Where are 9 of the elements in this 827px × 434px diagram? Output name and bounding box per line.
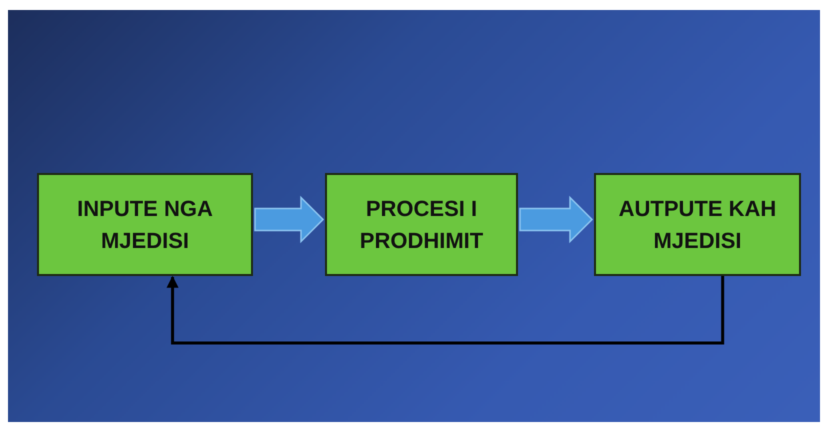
block-arrow	[519, 196, 594, 244]
block-arrow	[254, 196, 324, 244]
box-label: INPUTE NGA MJEDISI	[76, 194, 214, 254]
process-box	[325, 173, 518, 276]
feedback-arrow	[166, 276, 724, 344]
box-label: PROCESI I PRODHIMIT	[358, 194, 484, 254]
box-label: AUTPUTE KAH MJEDISI	[618, 194, 778, 254]
process-box	[594, 173, 801, 276]
process-box	[37, 173, 253, 276]
